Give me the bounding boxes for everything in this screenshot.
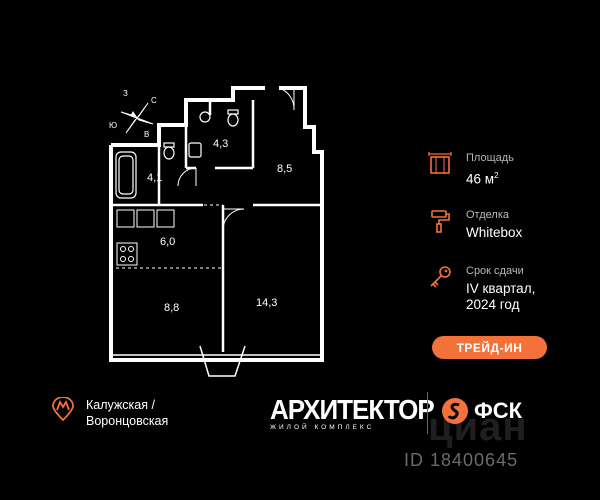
logo-divider [427,392,428,434]
room-area-wc: 4,3 [213,138,228,150]
area-value: 46 м2 [466,171,499,187]
listing-id: ID 18400645 [404,450,519,470]
trade-in-button[interactable]: ТРЕЙД-ИН [432,336,547,359]
info-deadline: Срок сдачи IV квартал, 2024 год [428,265,535,313]
deadline-value-line1: IV квартал, [466,281,536,296]
fsk-logo-mark-icon [442,398,468,424]
finish-label: Отделка [466,209,509,221]
architect-logo-title: АРХИТЕКТОР [270,393,435,426]
metro-station: Калужская / Воронцовская [52,397,168,429]
architect-logo-subtitle: ЖИЛОЙ КОМПЛЕКС [270,424,375,431]
bathtub-icon [115,151,137,199]
architect-logo: АРХИТЕКТОР ЖИЛОЙ КОМПЛЕКС [270,393,435,431]
key-icon [430,266,451,288]
compass-label-s: Ю [109,121,117,130]
compass-label-n: С [151,96,157,105]
door-arcs [177,87,295,231]
compass-label-w: З [123,89,128,98]
info-area: Площадь 46 м2 [428,152,514,188]
finish-value: Whitebox [466,225,523,240]
metro-icon [52,397,74,421]
outer-walls [109,86,324,362]
info-finish: Отделка Whitebox [428,209,522,241]
appliances-icon [116,209,175,266]
room-area-bath: 4,1 [147,172,162,184]
paint-roller-icon [431,210,450,233]
fsk-logo: ФСК [442,398,522,424]
fsk-logo-text: ФСК [474,398,523,423]
compass-icon [120,102,154,134]
compass-label-e: В [144,130,149,139]
room-area-kitchen: 6,0 [160,236,175,248]
zone-dividers [116,204,223,269]
floor-area-icon [428,152,452,174]
room-area-hall: 8,5 [277,163,292,175]
deadline-label: Срок сдачи [466,265,524,277]
metro-line2: Воронцовская [86,414,169,428]
area-label: Площадь [466,152,514,164]
sink-icon [188,111,211,158]
deadline-value-line2: 2024 год [466,297,520,312]
room-area-room1: 8,8 [164,302,179,314]
window-bay [111,345,322,377]
room-area-room2: 14,3 [256,297,277,309]
metro-line1: Калужская / [86,398,155,412]
toilet-icon [163,109,239,160]
